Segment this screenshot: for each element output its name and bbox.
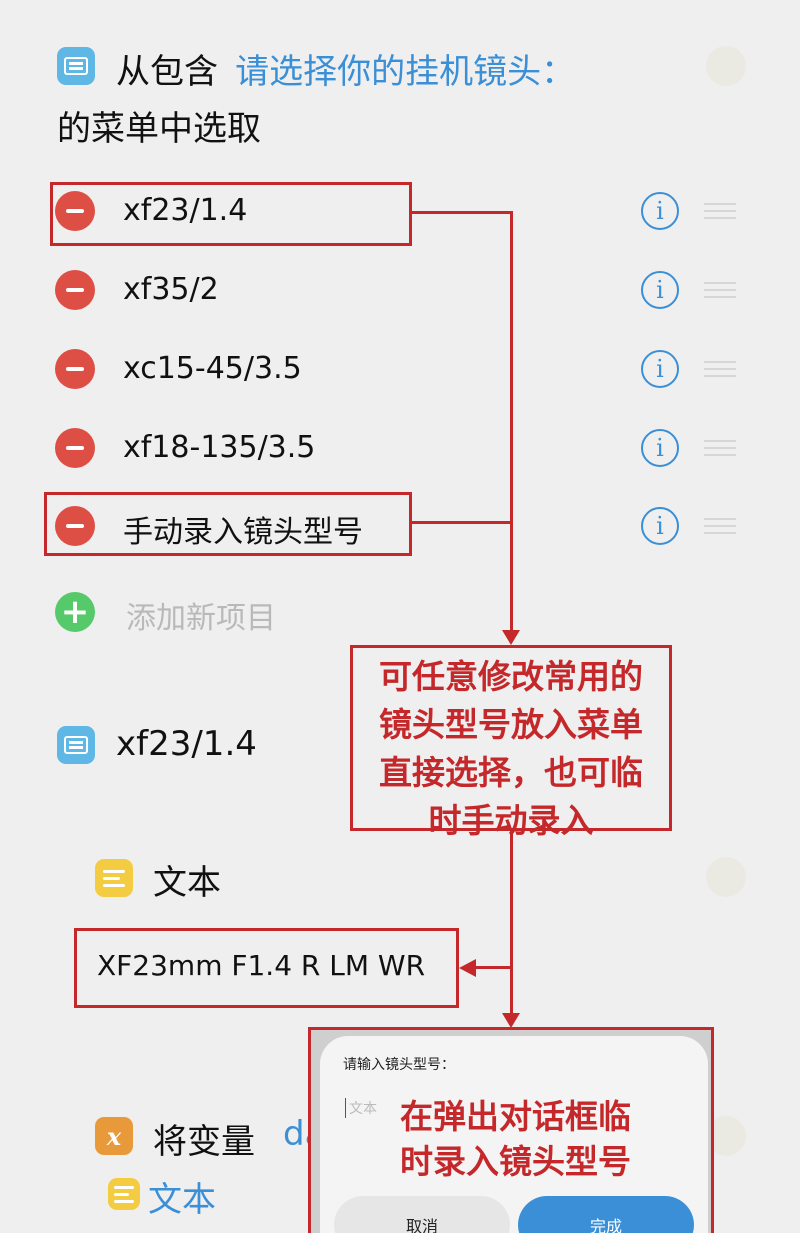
- connector-line: [412, 211, 513, 214]
- menu-item-label[interactable]: xf23/1.4: [123, 193, 248, 228]
- delete-item-icon[interactable]: [55, 191, 95, 231]
- connector-line: [510, 211, 513, 633]
- menu-item-row: 手动录入镜头型号 i: [0, 498, 800, 554]
- menu-item-row: xc15-45/3.5 i: [0, 341, 800, 397]
- menu-item-label[interactable]: 手动录入镜头型号: [123, 515, 363, 550]
- case-icon: [57, 726, 95, 764]
- callout-line: 时手动录入: [428, 801, 594, 840]
- variable-action-title: 将变量: [153, 1122, 255, 1162]
- info-icon[interactable]: i: [641, 507, 679, 545]
- header-prefix: 从包含: [116, 52, 218, 92]
- info-icon[interactable]: i: [641, 271, 679, 309]
- dialog-title: 请输入镜头型号：: [343, 1057, 455, 1073]
- input-dialog: 请输入镜头型号： 文本 在弹出对话框临 时录入镜头型号 取消 完成: [320, 1036, 708, 1233]
- highlight-box-text-value: [74, 928, 459, 1008]
- expand-toggle-icon[interactable]: [706, 857, 746, 897]
- info-icon[interactable]: i: [641, 429, 679, 467]
- menu-action-icon: [57, 47, 95, 85]
- drag-handle-icon[interactable]: [704, 203, 736, 219]
- menu-item-row: xf35/2 i: [0, 263, 800, 319]
- variable-icon: x: [95, 1117, 133, 1155]
- arrow-head-icon: [502, 630, 520, 645]
- callout-line: 直接选择，也可临: [379, 753, 643, 792]
- connector-line: [412, 521, 513, 524]
- text-token-label[interactable]: 文本: [148, 1180, 216, 1220]
- menu-prompt-token[interactable]: 请选择你的挂机镜头：: [235, 52, 576, 92]
- dialog-input[interactable]: 文本: [345, 1098, 377, 1118]
- cancel-button[interactable]: 取消: [334, 1196, 510, 1233]
- drag-handle-icon[interactable]: [704, 518, 736, 534]
- delete-item-icon[interactable]: [55, 270, 95, 310]
- connector-line: [475, 966, 512, 969]
- delete-item-icon[interactable]: [55, 349, 95, 389]
- annotation-line: 时录入镜头型号: [400, 1142, 631, 1181]
- arrow-head-icon: [502, 1013, 520, 1028]
- header-suffix: 的菜单中选取: [57, 109, 261, 149]
- text-action-icon: [95, 859, 133, 897]
- expand-toggle-icon[interactable]: [706, 46, 746, 86]
- text-action-title: 文本: [153, 863, 221, 903]
- add-item-button[interactable]: 添加新项目: [126, 601, 276, 636]
- drag-handle-icon[interactable]: [704, 282, 736, 298]
- done-button[interactable]: 完成: [518, 1196, 694, 1233]
- highlight-box-first-item: [50, 182, 412, 246]
- connector-line: [510, 830, 513, 1015]
- menu-item-row: xf23/1.4 i: [0, 185, 800, 241]
- annotation-line: 在弹出对话框临: [400, 1097, 631, 1136]
- drag-handle-icon[interactable]: [704, 440, 736, 456]
- menu-action-header: 从包含 请选择你的挂机镜头：: [116, 44, 575, 93]
- info-icon[interactable]: i: [641, 350, 679, 388]
- menu-item-label[interactable]: xc15-45/3.5: [123, 351, 302, 386]
- add-item-icon[interactable]: +: [55, 592, 95, 632]
- text-token-icon: [108, 1178, 140, 1210]
- callout-line: 镜头型号放入菜单: [379, 705, 643, 744]
- drag-handle-icon[interactable]: [704, 361, 736, 377]
- case-title: xf23/1.4: [116, 724, 257, 764]
- menu-item-row: xf18-135/3.5 i: [0, 420, 800, 476]
- info-icon[interactable]: i: [641, 192, 679, 230]
- annotation-callout: 可任意修改常用的 镜头型号放入菜单 直接选择，也可临 时手动录入: [350, 645, 672, 840]
- callout-line: 可任意修改常用的: [379, 657, 643, 696]
- menu-item-label[interactable]: xf35/2: [123, 272, 219, 307]
- text-action-value[interactable]: XF23mm F1.4 R LM WR: [97, 949, 426, 982]
- highlight-box-manual-item: [44, 492, 412, 556]
- dialog-inset: 请输入镜头型号： 文本 在弹出对话框临 时录入镜头型号 取消 完成: [308, 1027, 714, 1233]
- dialog-annotation: 在弹出对话框临 时录入镜头型号: [400, 1094, 631, 1184]
- delete-item-icon[interactable]: [55, 506, 95, 546]
- menu-item-label[interactable]: xf18-135/3.5: [123, 430, 316, 465]
- arrow-head-icon: [459, 959, 476, 977]
- delete-item-icon[interactable]: [55, 428, 95, 468]
